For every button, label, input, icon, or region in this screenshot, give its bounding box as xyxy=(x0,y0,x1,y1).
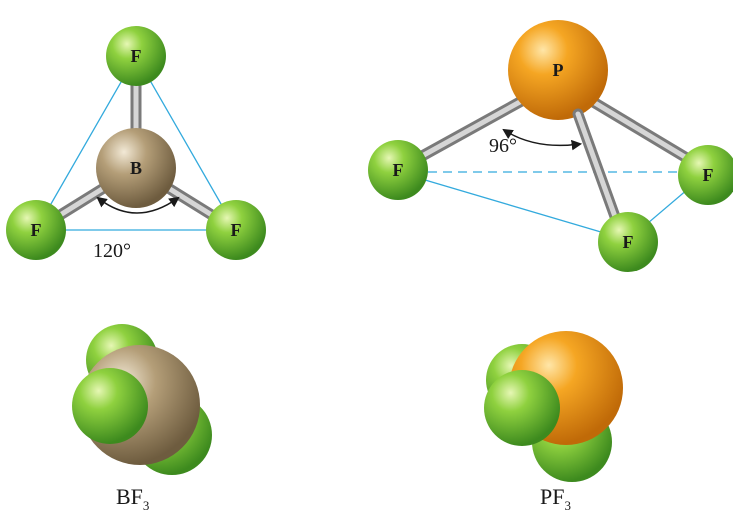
bf3-boron-label: B xyxy=(130,158,142,178)
pf3-formula-main: PF xyxy=(540,484,565,509)
pf3-base-edge-left xyxy=(397,171,629,241)
bf3-ball-and-stick-model: B F F F 120° xyxy=(6,26,266,262)
pf3-formula-subscript: 3 xyxy=(564,498,571,513)
bf3-fluorine-left-label: F xyxy=(31,220,42,240)
pf3-sf-fluorine-front xyxy=(484,370,560,446)
bf3-space-filling-model xyxy=(72,324,212,475)
pf3-fluorine-bottom-atom xyxy=(598,212,658,272)
pf3-fluorine-left-label: F xyxy=(393,160,404,180)
bf3-fluorine-top-atom xyxy=(106,26,166,86)
pf3-ball-and-stick-model: F P F F 96° xyxy=(368,20,733,272)
pf3-angle-arrow xyxy=(502,128,583,151)
pf3-formula-caption: PF3 xyxy=(540,484,571,514)
pf3-bond-angle-label: 96° xyxy=(489,135,517,157)
pf3-fluorine-right-atom xyxy=(678,145,733,205)
bf3-angle-arrow xyxy=(96,196,180,214)
pf3-fluorine-right-label: F xyxy=(703,165,714,185)
bf3-boron-atom xyxy=(96,128,176,208)
bf3-sf-fluorine-front xyxy=(72,368,148,444)
bf3-fluorine-left-atom xyxy=(6,200,66,260)
bf3-fluorine-right-atom xyxy=(206,200,266,260)
bf3-formula-caption: BF3 xyxy=(116,484,149,514)
bf3-trigonal-planar-outline xyxy=(34,54,238,231)
pf3-space-filling-model xyxy=(484,331,623,482)
bf3-fluorine-top-label: F xyxy=(131,46,142,66)
bf3-fluorine-right-label: F xyxy=(231,220,242,240)
bf3-bond-angle-label: 120° xyxy=(93,240,131,262)
pf3-fluorine-left-atom xyxy=(368,140,428,200)
bf3-formula-main: BF xyxy=(116,484,143,509)
pf3-phosphorus-atom xyxy=(508,20,608,120)
pf3-fluorine-bottom-label: F xyxy=(623,232,634,252)
bf3-formula-subscript: 3 xyxy=(142,498,150,513)
pf3-phosphorus-label: P xyxy=(553,60,564,80)
